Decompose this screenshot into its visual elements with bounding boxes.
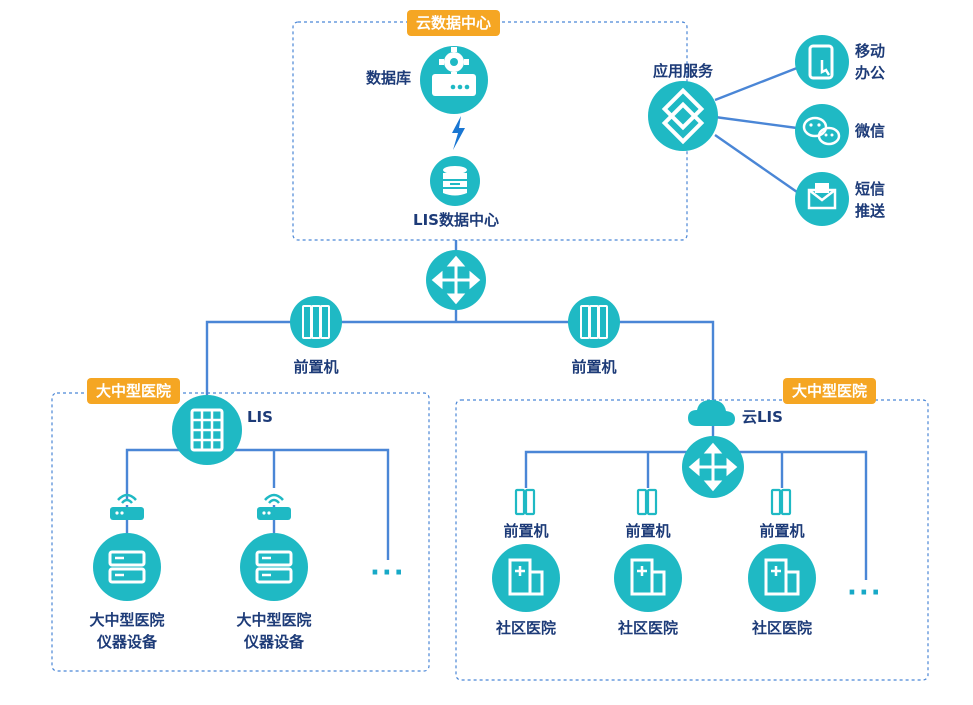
clinic-label: 社区医院 — [751, 619, 813, 637]
left-hospital-tag: 大中型医院 — [87, 378, 181, 404]
clinic-label: 社区医院 — [495, 619, 557, 637]
sms-push-label: 短信 推送 — [855, 180, 886, 220]
cloud-lis-label: 云LIS — [742, 408, 783, 426]
more-ellipsis: ··· — [847, 578, 883, 608]
wechat-label: 微信 — [855, 122, 886, 140]
sms-icon — [795, 172, 849, 226]
front-server-icon — [568, 296, 620, 348]
front-server-icon — [514, 488, 536, 516]
lis-server-icon — [172, 395, 242, 465]
lis-datacenter-label: LIS数据中心 — [413, 211, 499, 229]
front-machine-label: 前置机 — [759, 522, 805, 540]
front-server-icon — [290, 296, 342, 348]
database-icon — [420, 46, 488, 114]
clinic-icon — [614, 544, 682, 612]
lightning-icon — [452, 116, 465, 150]
lis-label: LIS — [247, 408, 273, 426]
more-ellipsis: ··· — [370, 558, 406, 588]
mobile-office-icon — [795, 35, 849, 89]
front-machine-label: 前置机 — [503, 522, 549, 540]
router-icon — [257, 493, 291, 520]
front-server-icon — [770, 488, 792, 516]
network-switch-icon — [426, 250, 486, 310]
cloud-icon — [688, 400, 735, 426]
network-switch-icon — [682, 436, 744, 498]
clinic-icon — [492, 544, 560, 612]
mobile-office-label: 移动 办公 — [855, 42, 886, 82]
router-icon — [110, 493, 144, 520]
app-service-label: 应用服务 — [652, 62, 714, 80]
left-hospital-box — [51, 392, 430, 672]
right-hospital-tag: 大中型医院 — [783, 378, 877, 404]
front-machine-label: 前置机 — [625, 522, 671, 540]
cloud-datacenter-box — [292, 21, 688, 241]
database-label: 数据库 — [366, 69, 412, 87]
instrument-label: 大中型医院 仪器设备 — [89, 611, 165, 651]
instrument-label: 大中型医院 仪器设备 — [236, 611, 312, 651]
connection-lines — [125, 66, 868, 580]
app-service-icon — [648, 81, 718, 151]
clinic-label: 社区医院 — [617, 619, 679, 637]
lis-database-icon — [430, 156, 480, 206]
instrument-icon — [240, 533, 308, 601]
instrument-icon — [93, 533, 161, 601]
front-machine-label-left: 前置机 — [293, 358, 339, 376]
cloud-datacenter-tag: 云数据中心 — [407, 10, 501, 36]
clinic-icon — [748, 544, 816, 612]
wechat-icon — [795, 104, 849, 158]
right-hospital-box — [455, 399, 929, 681]
front-server-icon — [636, 488, 658, 516]
front-machine-label-right: 前置机 — [571, 358, 617, 376]
